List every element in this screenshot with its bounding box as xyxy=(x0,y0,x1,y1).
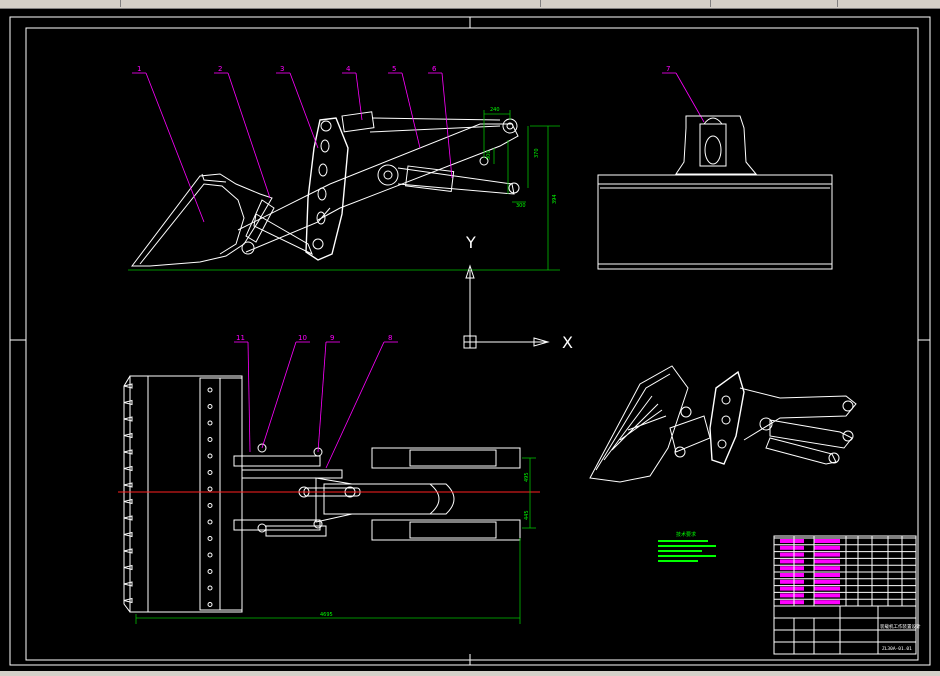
technical-notes: 技术要求 xyxy=(658,531,716,562)
bucket-tooth xyxy=(123,465,133,472)
bucket-tooth xyxy=(123,498,133,505)
part-label-4: 4 xyxy=(346,65,351,73)
part-label-9: 9 xyxy=(330,334,334,342)
bolt-hole xyxy=(207,602,213,607)
bucket-tooth xyxy=(123,449,133,455)
part-label-7: 7 xyxy=(666,65,670,73)
bolt-hole xyxy=(207,536,213,541)
bom-row-cell xyxy=(814,579,840,584)
bucket-tooth xyxy=(123,416,133,422)
bucket-tooth xyxy=(123,399,133,406)
bom-row-cell xyxy=(780,579,804,584)
bolt-hole xyxy=(207,503,213,508)
bom-row-cell xyxy=(780,552,804,557)
bolt-hole xyxy=(207,552,213,558)
bolt-hole xyxy=(207,404,213,409)
status-bar xyxy=(0,671,940,676)
bom-row-cell xyxy=(814,539,840,543)
notes-title: 技术要求 xyxy=(676,531,696,538)
ucs-icon: Y X xyxy=(463,233,573,352)
bom-row-cell xyxy=(780,539,804,543)
toolbar-tab[interactable] xyxy=(380,0,541,7)
part-label-3: 3 xyxy=(280,65,284,73)
bolt-hole xyxy=(207,387,213,393)
ucs-x-label: X xyxy=(562,333,573,352)
dim-plan-right-a: 495 xyxy=(524,472,530,482)
dim-plan-right-b: 445 xyxy=(524,510,530,520)
bom-row-cell xyxy=(780,593,804,598)
part-label-10: 10 xyxy=(298,334,307,342)
drawing-canvas[interactable]: 240 370 394 300 300 1 2 3 4 5 6 7 xyxy=(0,8,940,671)
dim-side-right-a: 370 xyxy=(534,148,540,158)
bom-row-cell xyxy=(814,573,840,577)
part-label-5: 5 xyxy=(392,65,396,73)
plan-view: 4695 495 445 xyxy=(118,375,540,624)
bom-row-cell xyxy=(814,593,840,598)
dim-side-right-b: 394 xyxy=(552,194,558,204)
part-leaders-plan: 11 10 9 8 xyxy=(234,334,398,469)
part-label-6: 6 xyxy=(432,65,437,73)
bolt-hole xyxy=(207,585,213,591)
toolbar-tab[interactable] xyxy=(0,0,121,7)
bom-row-cell xyxy=(814,545,840,550)
drawing-name: 装载机工作装置设计 xyxy=(880,623,921,630)
bom-row-cell xyxy=(780,586,804,591)
part-label-11: 11 xyxy=(236,334,245,342)
bucket-tooth xyxy=(123,531,133,538)
bolt-hole xyxy=(207,420,213,426)
title-block: 装载机工作装置设计 ZL30A-01.01 xyxy=(773,535,921,655)
bom-row-cell xyxy=(814,566,840,571)
toolbar-tab[interactable] xyxy=(712,0,838,7)
bucket-tooth xyxy=(123,432,133,439)
dim-side-right-c: 300 xyxy=(486,150,492,160)
bucket-tooth xyxy=(123,581,133,587)
dim-plan-bottom: 4695 xyxy=(320,612,333,618)
bolt-hole xyxy=(207,486,213,492)
part-label-1: 1 xyxy=(137,65,141,73)
bolt-hole xyxy=(207,569,213,574)
bom-row-cell xyxy=(780,559,804,564)
front-view xyxy=(597,115,833,270)
bom-row-cell xyxy=(814,559,840,564)
part-label-2: 2 xyxy=(218,65,222,73)
bom-row-cell xyxy=(780,573,804,577)
part-leaders-side: 1 2 3 4 5 6 7 xyxy=(132,65,705,223)
dim-side-top: 240 xyxy=(490,107,500,113)
bolt-hole xyxy=(207,470,213,475)
bom-row-cell xyxy=(814,586,840,591)
bom-row-cell xyxy=(814,600,840,605)
bucket-tooth xyxy=(123,564,133,571)
bucket-tooth xyxy=(123,515,133,521)
ucs-y-label: Y xyxy=(465,233,476,252)
bolt-hole xyxy=(207,437,213,442)
toolbar-tab[interactable] xyxy=(545,0,711,7)
bom-row-cell xyxy=(814,552,840,557)
bucket-tooth xyxy=(123,548,133,554)
bom-row-cell xyxy=(780,545,804,550)
dim-side-small: 300 xyxy=(516,203,526,209)
side-view: 240 370 394 300 300 xyxy=(128,107,560,271)
inner-frame xyxy=(25,27,919,661)
bucket-tooth xyxy=(123,383,133,389)
bucket-tooth xyxy=(123,597,133,604)
bolt-hole xyxy=(207,453,213,459)
part-label-8: 8 xyxy=(388,334,392,342)
bucket-tooth xyxy=(123,482,133,488)
bom-row-cell xyxy=(780,600,804,605)
bom-row-cell xyxy=(780,566,804,571)
bolt-hole xyxy=(207,519,213,525)
drawing-code: ZL30A-01.01 xyxy=(882,646,912,652)
cad-toolbar xyxy=(0,0,940,9)
isometric-view xyxy=(589,365,857,483)
toolbar-tab[interactable] xyxy=(845,0,940,7)
